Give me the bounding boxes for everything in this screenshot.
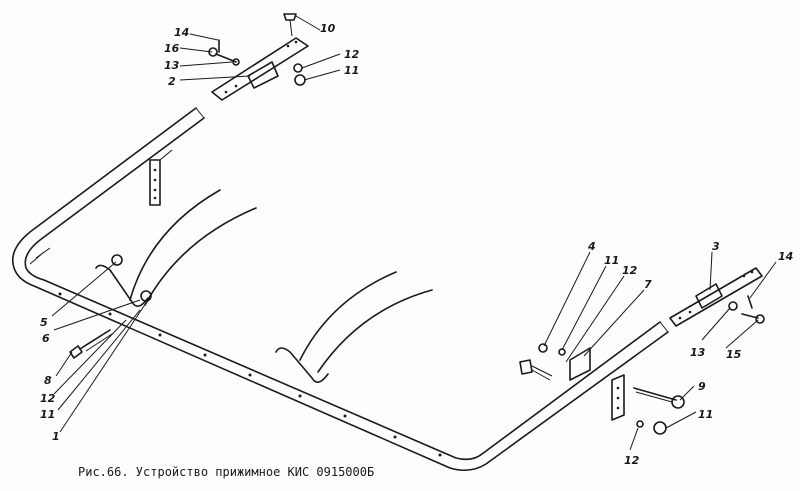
label-11-mid: 11 [604, 254, 619, 267]
spring-right [275, 271, 433, 383]
main-frame [11, 107, 669, 472]
leader-lines [51, 15, 777, 451]
label-12-left: 12 [40, 392, 56, 405]
label-9: 9 [698, 380, 706, 393]
label-10: 10 [320, 22, 336, 35]
label-7: 7 [644, 278, 652, 291]
label-11-left: 11 [40, 408, 55, 421]
bolt-9-assembly [633, 387, 685, 435]
label-8: 8 [44, 374, 52, 387]
label-1: 1 [52, 430, 60, 443]
right-bracket [569, 347, 625, 421]
label-12-top: 12 [344, 48, 360, 61]
part-labels: 14 10 16 12 13 11 2 3 14 13 15 4 11 12 7… [40, 22, 793, 467]
label-2: 2 [168, 75, 176, 88]
bolt-8 [69, 329, 113, 359]
label-12-bottom: 12 [624, 454, 640, 467]
label-13-right: 13 [690, 346, 706, 359]
label-14-top: 14 [174, 26, 189, 39]
spring-left [95, 189, 257, 307]
label-15: 15 [726, 348, 742, 361]
label-16: 16 [164, 42, 180, 55]
label-14-right: 14 [778, 250, 793, 263]
label-4: 4 [587, 240, 596, 253]
left-rear-bracket [149, 149, 173, 206]
label-5: 5 [40, 316, 48, 329]
label-12-mid: 12 [622, 264, 638, 277]
label-13-top: 13 [164, 59, 180, 72]
frame-holes [58, 292, 442, 457]
label-3: 3 [712, 240, 720, 253]
top-latch [208, 13, 309, 101]
right-latch [669, 267, 765, 327]
label-11-right: 11 [698, 408, 713, 421]
label-11-top: 11 [344, 64, 359, 77]
figure-caption: Рис.66. Устройство прижимное КИС 0915000… [78, 465, 374, 479]
label-6: 6 [42, 332, 50, 345]
bolt-4-assembly [519, 343, 566, 381]
